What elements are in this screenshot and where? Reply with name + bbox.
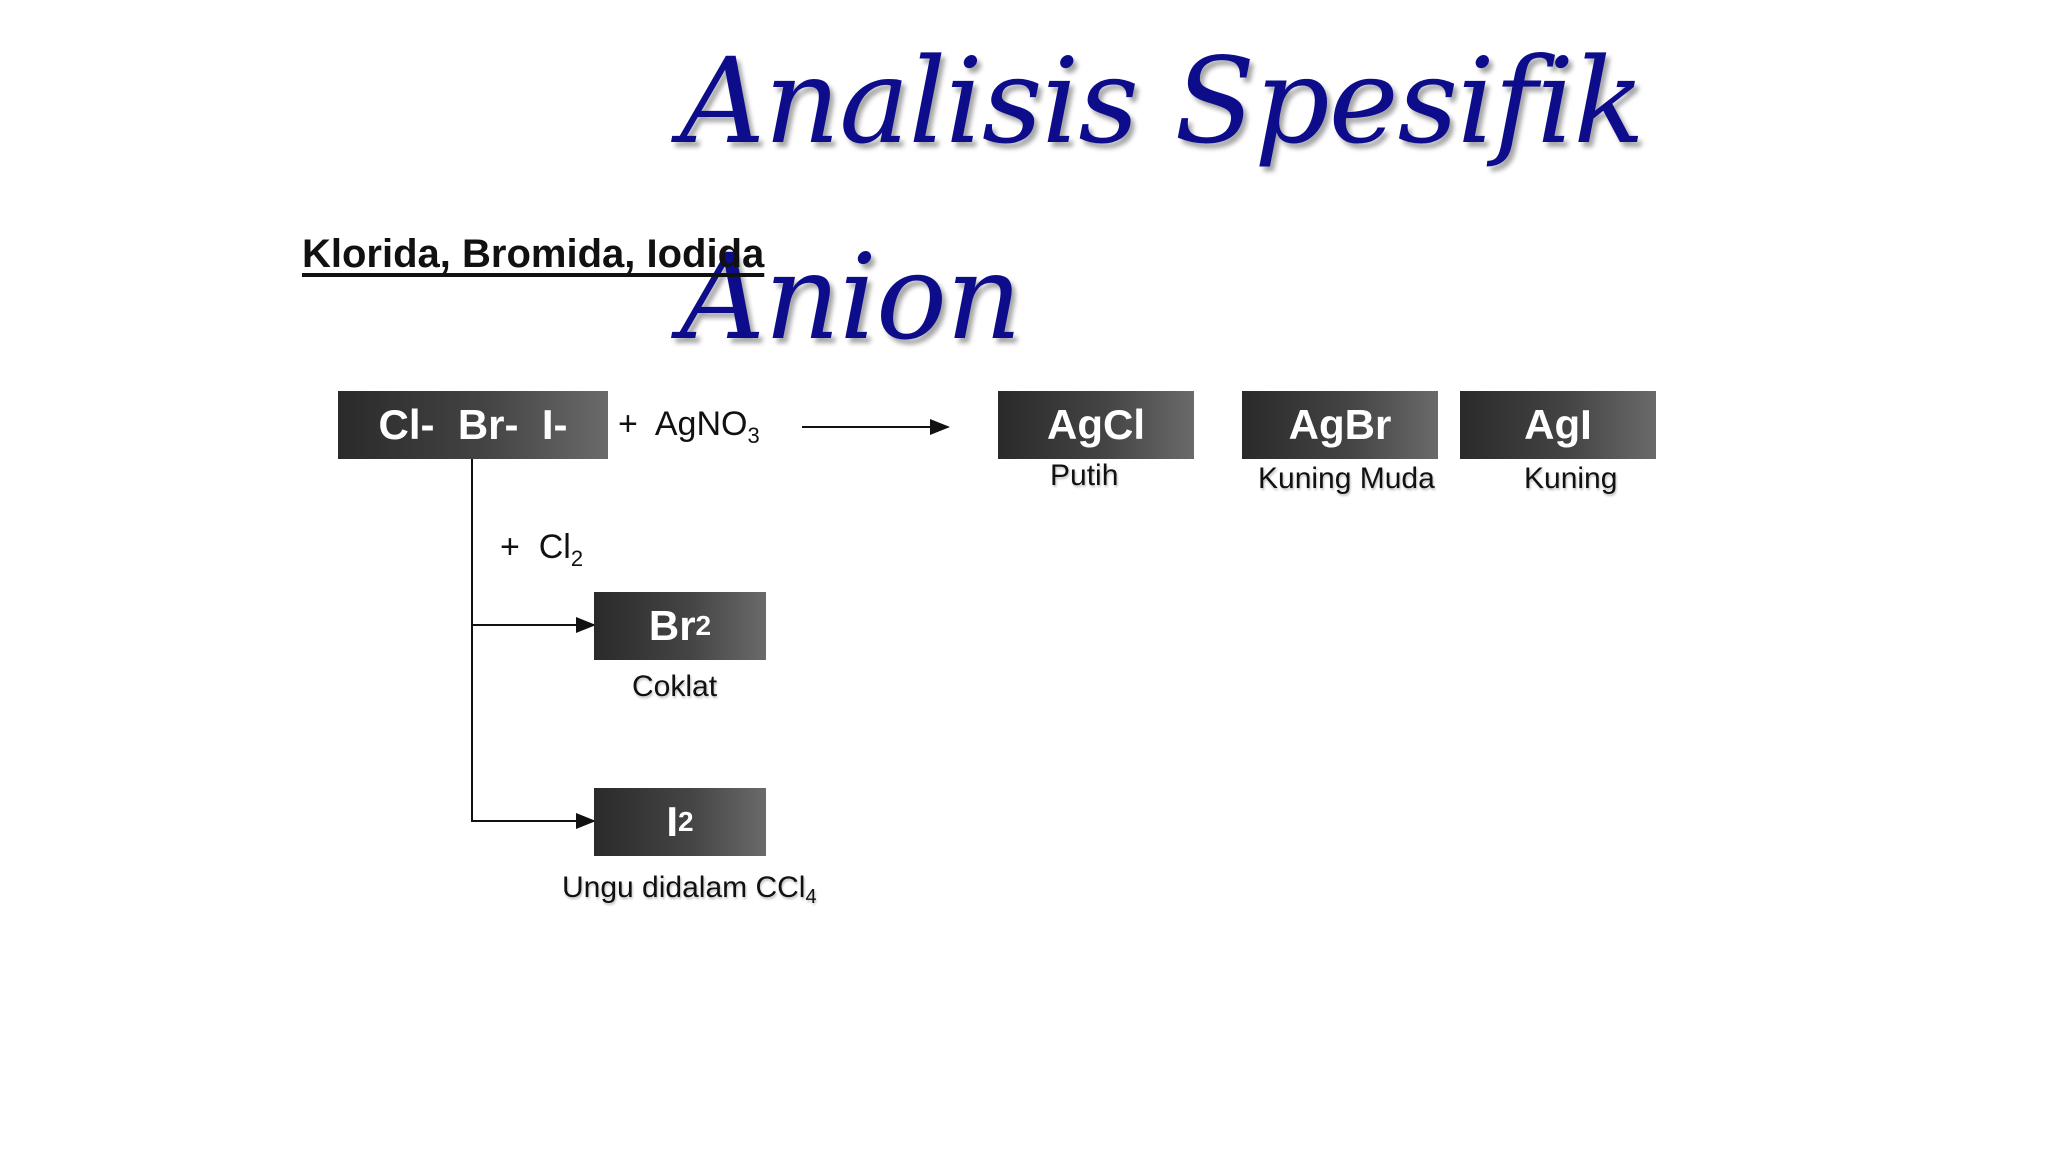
- product-agbr-color: Kuning Muda: [1258, 462, 1435, 495]
- product-box-agbr: AgBr: [1242, 391, 1438, 459]
- product-agcl-formula: AgCl: [1047, 401, 1145, 448]
- product-i2-subscript: 2: [678, 806, 694, 837]
- product-agbr-formula: AgBr: [1288, 401, 1392, 448]
- page-title: Analisis Spesifik: [680, 32, 1645, 170]
- product-br2-subscript: 2: [695, 610, 712, 641]
- product-box-agcl: AgCl: [998, 391, 1194, 459]
- product-agi-color: Kuning: [1524, 462, 1618, 495]
- product-br2-color: Coklat: [632, 670, 718, 703]
- reactant-box: Cl- Br- I-: [338, 391, 608, 459]
- reagent-agno3-text: + AgNO: [618, 405, 748, 443]
- product-box-agi: AgI: [1460, 391, 1656, 459]
- page-title-line-2: Anion: [680, 228, 1022, 366]
- reactant-label: Cl- Br- I-: [378, 401, 568, 448]
- reagent-agno3: + AgNO3: [618, 405, 760, 449]
- product-i2-color-subscript: 4: [805, 886, 817, 908]
- reagent-cl2: + Cl2: [500, 528, 583, 572]
- product-i2-color-text: Ungu didalam CCl: [562, 871, 806, 904]
- reagent-agno3-subscript: 3: [747, 423, 760, 448]
- section-heading: Klorida, Bromida, Iodida: [302, 232, 765, 276]
- product-i2-formula: I: [666, 798, 679, 845]
- product-agcl-color: Putih: [1050, 459, 1119, 492]
- product-i2-color: Ungu didalam CCl4: [562, 871, 817, 909]
- product-br2-formula: Br: [648, 602, 696, 649]
- reagent-cl2-subscript: 2: [570, 546, 584, 571]
- reagent-cl2-text: + Cl: [500, 528, 571, 566]
- product-agi-formula: AgI: [1524, 401, 1592, 448]
